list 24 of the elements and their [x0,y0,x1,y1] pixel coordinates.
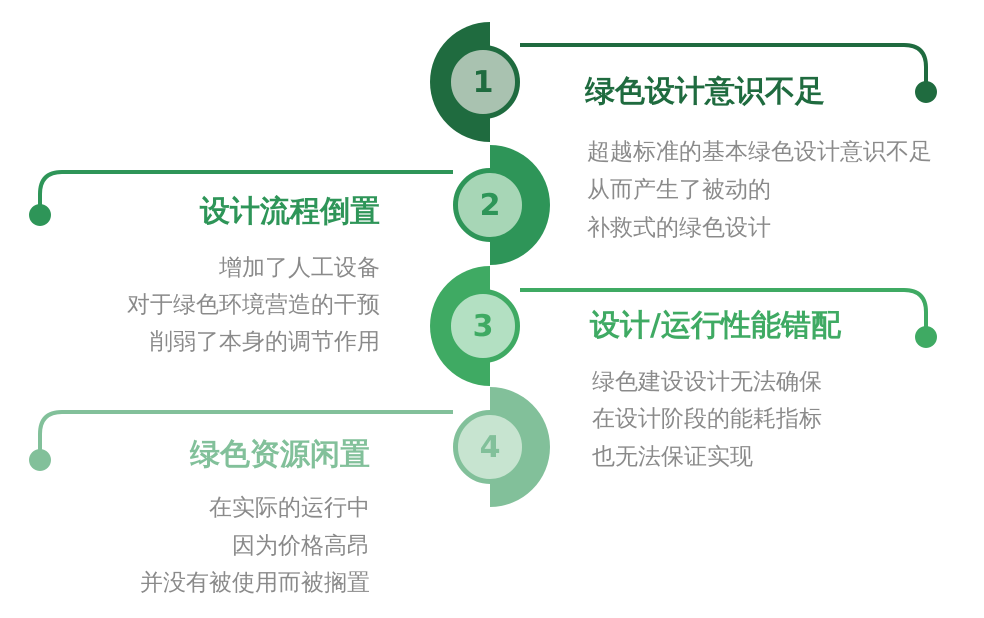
description-line: 并没有被使用而被搁置 [140,569,370,597]
description-line: 对于绿色环境营造的干预 [127,291,380,319]
description-line: 增加了人工设备 [219,254,380,282]
connector-line-with-dot [29,410,453,471]
description-line: 因为价格高昂 [232,532,370,560]
description-line: 超越标准的基本绿色设计意识不足 [587,138,932,166]
item-heading: 绿色资源闲置 [190,437,370,473]
description-line: 从而产生了被动的 [587,176,771,204]
item-heading: 绿色设计意识不足 [585,74,825,110]
description-line: 补救式的绿色设计 [587,214,771,242]
connector-line-with-dot [520,288,937,348]
connector-line-with-dot [520,43,937,103]
description-line: 削弱了本身的调节作用 [150,328,380,356]
description-line: 在设计阶段的能耗指标 [592,405,822,433]
connector-line-with-dot [29,170,453,226]
description-line: 在实际的运行中 [209,494,370,522]
numbered-half-disc [453,387,550,507]
description-line: 绿色建设设计无法确保 [592,368,822,396]
item-heading: 设计/运行性能错配 [590,308,841,344]
description-line: 也无法保证实现 [592,443,753,471]
numbered-half-disc [430,266,520,386]
numbered-half-disc [430,22,520,142]
item-heading: 设计流程倒置 [200,194,380,230]
numbered-half-disc [453,145,550,265]
